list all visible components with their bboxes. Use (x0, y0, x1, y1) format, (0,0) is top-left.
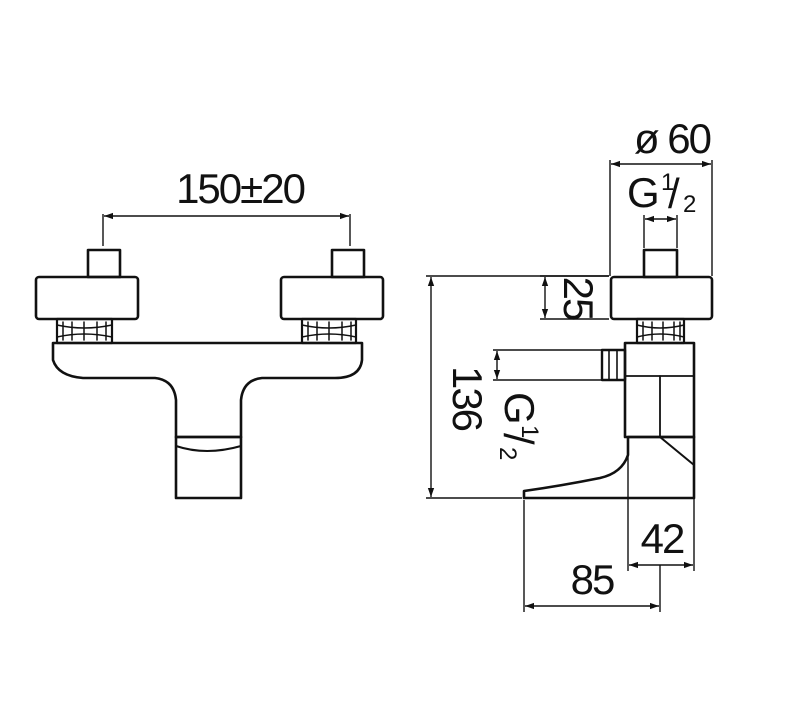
thread-outlet-denominator: 2 (494, 447, 521, 460)
cap-height-dimension: 25 (540, 275, 609, 320)
diameter-label: ø 60 (634, 115, 711, 162)
side-view: ø 60 G 1 / 2 25 136 (426, 115, 714, 612)
thread-outlet-dimension: G 1 / 2 (493, 349, 625, 460)
thread-outlet-letter: G (496, 392, 543, 423)
spout (174, 435, 243, 500)
mixer-body (51, 341, 364, 439)
total-height-dimension: 136 (426, 275, 609, 499)
side-body (600, 341, 696, 439)
depth-total-label: 85 (571, 556, 614, 603)
total-height-label: 136 (444, 366, 491, 431)
thread-top-numerator: 1 (661, 169, 674, 196)
thread-top-letter: G (627, 169, 658, 216)
thread-top-dimension: G 1 / 2 (627, 169, 696, 248)
depth-total-dimension: 85 (523, 500, 661, 612)
depth-small-label: 42 (641, 515, 684, 562)
thread-top-denominator: 2 (683, 191, 696, 218)
side-handle (609, 248, 714, 345)
cap-height-label: 25 (555, 277, 602, 320)
thread-outlet-label: G 1 / 2 (494, 392, 543, 460)
depth-small-dimension: 42 (627, 440, 695, 571)
left-handle (34, 248, 140, 345)
right-handle (279, 248, 385, 345)
thread-outlet-numerator: 1 (516, 425, 543, 438)
front-view: 150±20 (34, 165, 385, 500)
thread-outlet-slash: / (495, 433, 542, 445)
width-dimension: 150±20 (102, 165, 351, 246)
diameter-dimension: ø 60 (609, 115, 713, 276)
width-dimension-label: 150±20 (176, 165, 304, 212)
thread-top-slash: / (668, 170, 680, 217)
side-spout (522, 435, 696, 500)
